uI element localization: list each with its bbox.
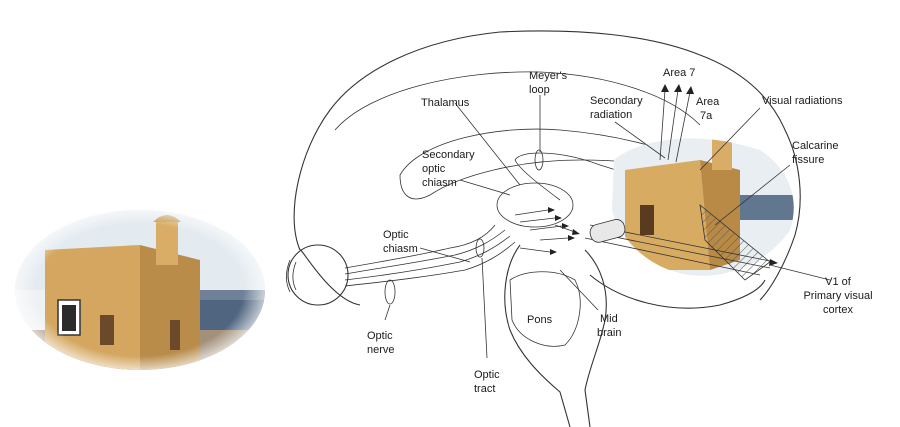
- cerebellum-outline: [590, 275, 765, 308]
- optic-nerve-bundle: [345, 225, 515, 304]
- label-pons: Pons: [527, 314, 553, 326]
- label-area7a-2: 7a: [700, 110, 713, 122]
- pons-outline: [510, 272, 580, 347]
- photo-vignette: [15, 210, 265, 370]
- label-v1-2: Primary visual: [803, 290, 872, 302]
- label-secondary-optic-chiasm-2: optic: [422, 163, 446, 175]
- label-optic-chiasm: Optic: [383, 229, 409, 241]
- label-optic-nerve: Optic: [367, 330, 393, 342]
- label-secondary-radiation: Secondary: [590, 95, 643, 107]
- label-thalamus: Thalamus: [421, 97, 470, 109]
- label-optic-tract: Optic: [474, 369, 500, 381]
- brainstem-outline: [505, 245, 607, 427]
- label-secondary-radiation-2: radiation: [590, 109, 632, 121]
- label-area7: Area 7: [663, 67, 695, 79]
- label-optic-nerve-2: nerve: [367, 344, 395, 356]
- eye: [286, 245, 348, 305]
- thalamic-arrows: [515, 207, 580, 255]
- label-v1: V1 of: [825, 276, 852, 288]
- label-meyers-loop-2: loop: [529, 84, 550, 96]
- label-v1-3: cortex: [823, 304, 853, 316]
- label-secondary-optic-chiasm: Secondary: [422, 149, 475, 161]
- label-secondary-optic-chiasm-3: chiasm: [422, 177, 457, 189]
- optic-nerve-ellipse: [385, 280, 395, 304]
- label-visual-radiations: Visual radiations: [762, 95, 843, 107]
- label-meyers-loop: Meyer's: [529, 70, 568, 82]
- label-optic-chiasm-2: chiasm: [383, 243, 418, 255]
- label-mid-brain: Mid: [600, 313, 618, 325]
- cortex-scene-photo: [610, 127, 805, 291]
- label-optic-tract-2: tract: [474, 383, 495, 395]
- lgn-block: [588, 218, 626, 244]
- label-calcarine-fissure-2: fissure: [792, 154, 824, 166]
- label-calcarine-fissure: Calcarine: [792, 140, 838, 152]
- label-mid-brain-2: brain: [597, 327, 621, 339]
- cingulate-line: [335, 72, 700, 130]
- label-area7a: Area: [696, 96, 720, 108]
